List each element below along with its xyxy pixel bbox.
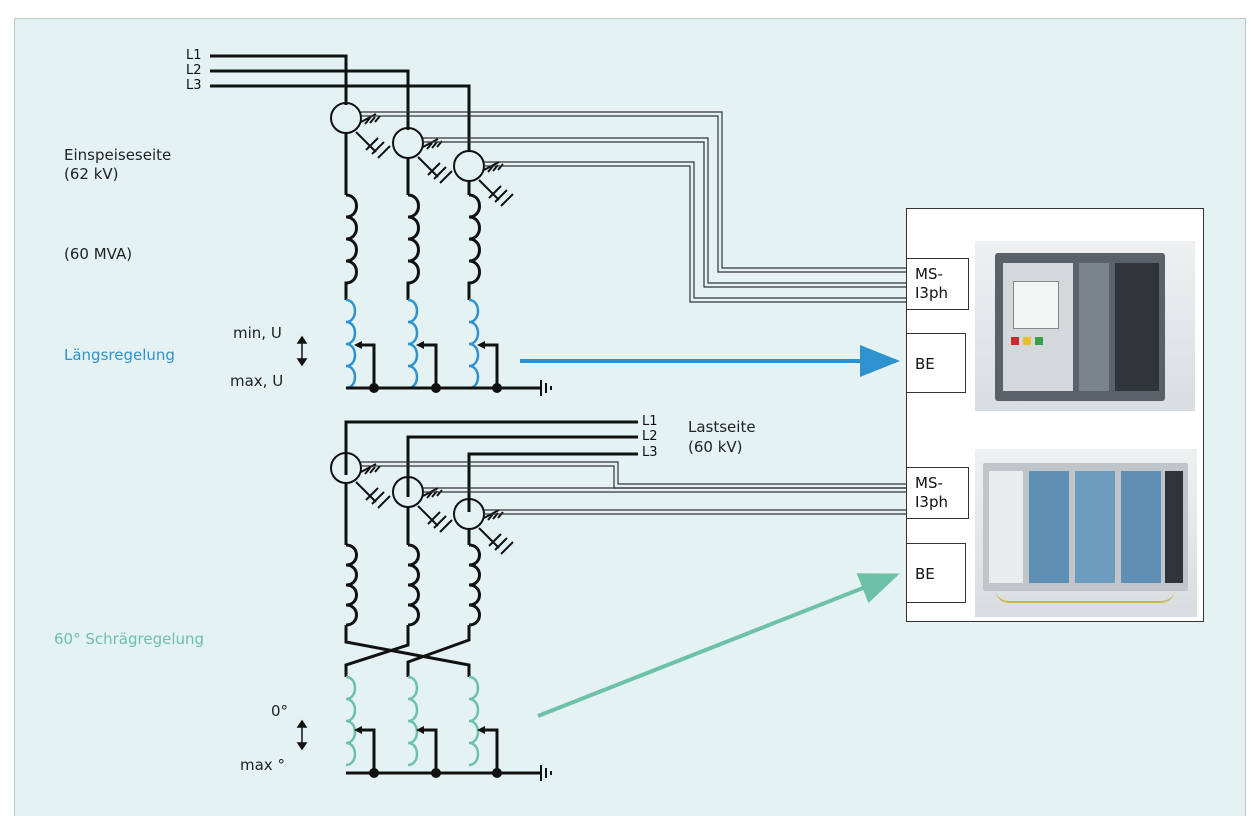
ms-input-box-top: MS- I3ph — [906, 258, 969, 310]
tap-min-label-bottom: 0° — [271, 702, 289, 720]
tap-arrows-top — [354, 341, 502, 393]
ms-label-line1-bottom: MS- — [915, 474, 943, 492]
tap-max-label-bottom: max ° — [240, 756, 285, 774]
phase-label-l2-bottom: L2 — [642, 429, 658, 444]
longitudinal-regulation-label: Längsregelung — [64, 346, 175, 364]
ms-label-line2-top: I3ph — [915, 284, 948, 302]
longitudinal-regulating-windings — [345, 298, 480, 390]
phase-label-l2-top: L2 — [186, 63, 202, 78]
ms-label-line2-bottom: I3ph — [915, 493, 948, 511]
supply-side-power: (60 MVA) — [64, 245, 133, 263]
adjust-arrow-bottom — [296, 719, 308, 751]
ct-wires-bottom — [361, 461, 906, 515]
protection-relay-image-top — [975, 241, 1195, 411]
quadrature-regulation-label: 60° Schrägregelung — [54, 630, 205, 648]
load-side-voltage: (60 kV) — [688, 438, 743, 456]
ct-wires-top — [361, 111, 906, 303]
protection-relay-image-bottom — [975, 449, 1197, 617]
current-transformers-bottom — [330, 452, 514, 555]
quadrature-signal-arrow — [537, 573, 900, 718]
quadrature-regulating-windings — [345, 675, 480, 767]
phase-label-l3-top: L3 — [186, 78, 202, 93]
be-input-box-top: BE — [906, 333, 966, 393]
ms-label-line1-top: MS- — [915, 265, 943, 283]
current-transformers-top — [330, 102, 514, 207]
phase-label-l1-bottom: L1 — [642, 414, 658, 429]
load-busbars — [344, 420, 638, 512]
tap-arrows-bottom — [354, 726, 502, 778]
phase-label-l1-top: L1 — [186, 48, 202, 63]
tap-min-label-top: min, U — [233, 324, 282, 342]
load-side-label: Lastseite — [688, 418, 756, 436]
load-windings — [344, 483, 481, 677]
adjust-arrow-top — [296, 335, 308, 367]
tap-max-label-top: max, U — [230, 372, 284, 390]
supply-side-voltage: (62 kV) — [64, 165, 119, 183]
be-input-box-bottom: BE — [906, 543, 966, 603]
ms-input-box-bottom: MS- I3ph — [906, 467, 969, 519]
supply-busbars — [210, 54, 471, 152]
supply-side-label: Einspeiseseite — [64, 146, 172, 164]
protection-device-panel: MS- I3ph BE MS- I3ph BE — [906, 208, 1204, 622]
supply-windings — [344, 133, 481, 300]
phase-label-l3-bottom: L3 — [642, 445, 658, 460]
